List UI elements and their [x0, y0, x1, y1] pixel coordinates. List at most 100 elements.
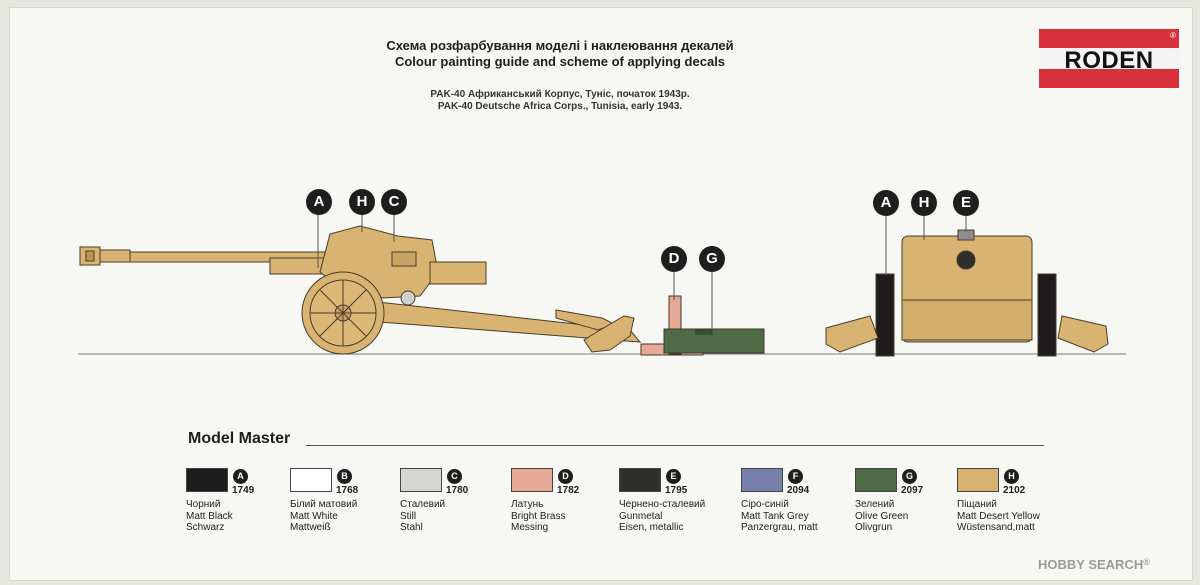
callout-rear-e: E	[953, 190, 979, 216]
paint-code: 2097	[901, 485, 924, 496]
paint-letter-badge: B	[337, 469, 352, 484]
callout-box-g: G	[699, 246, 725, 272]
title-english: Colour painting guide and scheme of appl…	[394, 54, 726, 69]
paint-name-ua: Чернено-сталевий	[619, 499, 706, 510]
paint-code: 1782	[557, 485, 580, 496]
trail-spade	[583, 315, 635, 353]
ammo-box	[640, 295, 765, 356]
paint-name-en: Olive Green	[855, 510, 909, 522]
paint-name-ua: Латунь	[511, 499, 544, 510]
watermark-registered-mark: ®	[1143, 557, 1150, 567]
rear-wheel-left	[875, 273, 895, 357]
paint-code: 1768	[336, 485, 359, 496]
paint-name-ua: Піщаний	[957, 499, 997, 510]
paint-name-ua: Сталевий	[400, 499, 446, 510]
paint-chip	[290, 468, 332, 492]
rear-view	[825, 229, 1109, 357]
model-master-heading: Model Master	[188, 430, 291, 447]
wheel-spoke-4	[319, 289, 367, 337]
paint-name-ua: Білий матовий	[290, 499, 358, 510]
paint-name-en: Matt Desert Yellow	[957, 510, 1040, 522]
paint-letter-badge: C	[447, 469, 462, 484]
callout-box-d: D	[661, 246, 687, 272]
paint-name-de: Olivgrun	[855, 522, 893, 533]
paint-chip	[186, 468, 228, 492]
paint-name-en: Gunmetal	[619, 510, 663, 522]
paint-name-de: Wüstensand,matt	[957, 522, 1035, 533]
breech-opening	[956, 250, 976, 270]
roden-logo: RODEN ®	[1039, 29, 1179, 88]
paint-chip	[511, 468, 553, 492]
paint-name-en: Still	[400, 510, 417, 522]
paint-code: 1749	[232, 485, 255, 496]
paint-name-de: Stahl	[400, 522, 423, 533]
callout-rear-a: A	[873, 190, 899, 216]
breech	[429, 261, 487, 285]
watermark-text: HOBBY SEARCH	[1038, 557, 1144, 572]
paint-letter-badge: A	[233, 469, 248, 484]
paint-code: 1780	[446, 485, 469, 496]
paint-chip	[400, 468, 442, 492]
rear-wheel-right	[1037, 273, 1057, 357]
paint-code: 2102	[1003, 485, 1026, 496]
callout-side-h: H	[349, 189, 375, 215]
paint-name-ua: Сіро-синій	[741, 499, 789, 510]
paint-name-ua: Зелений	[855, 499, 895, 510]
callout-lines	[317, 214, 967, 330]
axle-fitting	[400, 290, 416, 306]
hobby-search-watermark: HOBBY SEARCH®	[1038, 557, 1150, 572]
paint-chip	[619, 468, 661, 492]
barrel-front	[99, 249, 131, 263]
paint-code: 2094	[787, 485, 810, 496]
sight-housing	[391, 251, 417, 267]
paint-name-de: Schwarz	[186, 522, 225, 533]
callout-side-a: A	[306, 189, 332, 215]
paint-letter-badge: D	[558, 469, 573, 484]
paint-chip	[741, 468, 783, 492]
subtitle-english: PAK-40 Deutsche Africa Corps., Tunisia, …	[437, 101, 683, 112]
paint-letter-badge: H	[1004, 469, 1019, 484]
logo-wordmark: RODEN	[1064, 47, 1154, 74]
model-master-rule	[306, 445, 1044, 446]
side-view	[79, 225, 642, 355]
paint-name-en: Matt White	[290, 510, 338, 522]
rear-lower-plate	[901, 299, 1033, 341]
paint-chip	[855, 468, 897, 492]
paint-chip	[957, 468, 999, 492]
ammo-box-handle	[695, 329, 713, 335]
paint-letter-badge: F	[788, 469, 803, 484]
ammo-box-crate	[663, 328, 765, 354]
paint-name-ua: Чорний	[186, 499, 221, 510]
paint-name-de: Panzergrau, matt	[741, 522, 818, 533]
logo-band-bottom	[1039, 69, 1179, 88]
subtitle-ukrainian: PAK-40 Африканський Корпус, Туніс, почат…	[430, 89, 690, 100]
muzzle-brake-port	[85, 250, 95, 262]
logo-registered-mark: ®	[1170, 31, 1176, 40]
paint-name-en: Bright Brass	[511, 510, 566, 522]
rear-trail-right	[1057, 315, 1109, 353]
paint-name-de: Eisen, metallic	[619, 522, 684, 533]
paint-name-de: Mattweiß	[290, 522, 331, 533]
logo-band-top	[1039, 29, 1179, 48]
paint-name-en: Matt Tank Grey	[741, 510, 809, 522]
logo-band-middle	[1039, 48, 1179, 69]
paint-name-en: Matt Black	[186, 510, 233, 522]
